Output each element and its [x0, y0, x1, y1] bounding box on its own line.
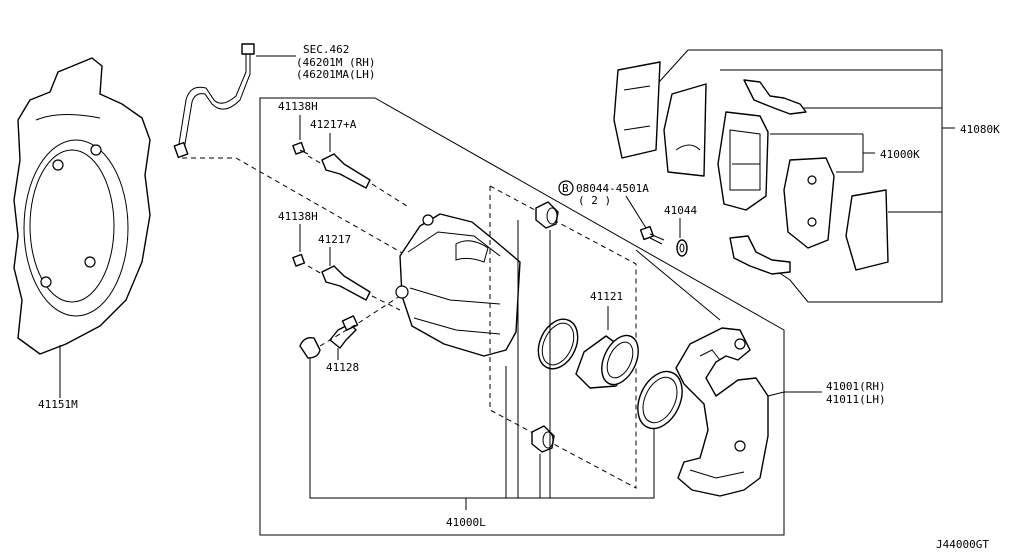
mounting-bolt-qty: ( 2 )	[578, 194, 611, 207]
bolt-41138h-mid-label: 41138H	[278, 210, 318, 223]
bolt-41138h-mid	[292, 253, 306, 267]
piston	[575, 334, 639, 389]
pad-kit-frame	[688, 49, 943, 303]
seal-alignment-box	[489, 185, 637, 489]
support-lh-label: 41011(LH)	[826, 393, 886, 406]
guide-pin-41217a-label: 41217+A	[310, 118, 357, 131]
bleeder-screw	[329, 315, 359, 349]
bolt-prefix-circle	[558, 180, 574, 196]
dust-shield-label: 41151M	[38, 398, 78, 411]
guide-pin-41217a	[321, 153, 371, 189]
guide-pin-41217	[321, 265, 371, 301]
bleeder-alignment-line	[319, 295, 401, 347]
washer-label: 41044	[664, 204, 697, 217]
caliper-support	[675, 327, 769, 497]
pin-boot-lower	[531, 425, 555, 453]
bleeder-cap	[299, 336, 321, 359]
support-slide-line	[635, 249, 721, 321]
pad-kit-leader	[774, 269, 809, 303]
hose-sec-label: SEC.462	[303, 43, 349, 56]
guide-pin-41217-label: 41217	[318, 233, 351, 246]
diagram-code: J44000GT	[936, 538, 989, 551]
bleeder-label: 41128	[326, 361, 359, 374]
dust-shield	[13, 57, 151, 355]
piston-seal	[537, 318, 579, 370]
pad-shim-outer	[613, 61, 661, 159]
bolt-41138h-top	[292, 141, 309, 155]
support-leader	[767, 391, 822, 397]
pad-clip-upper	[743, 79, 807, 115]
mounting-bolt-leader	[625, 195, 647, 229]
support-rh-label: 41001(RH)	[826, 380, 886, 393]
pin-boot-upper	[535, 201, 559, 229]
bolt-prefix-label: B	[562, 182, 569, 195]
pin-alignment-line	[307, 155, 411, 209]
hose-rh-label: (46201M (RH)	[296, 56, 375, 69]
mounting-bolt	[639, 225, 665, 245]
brake-pad-outer	[717, 111, 769, 211]
assembly-collector-lines	[309, 220, 655, 510]
hose-alignment-line	[182, 157, 405, 255]
brake-hose	[173, 43, 255, 159]
caliper-assembly-label: 41000L	[446, 516, 486, 529]
hose-lh-label: (46201MA(LH)	[296, 68, 375, 81]
pad-set-label: 41000K	[880, 148, 920, 161]
pad-clip-lower	[729, 235, 791, 275]
piston-label: 41121	[590, 290, 623, 303]
caliper-body	[395, 213, 521, 357]
piston-boot	[637, 370, 683, 430]
pin-alignment-line	[307, 265, 401, 311]
mounting-bolt-label: 08044-4501A	[576, 182, 649, 195]
caliper-assembly-frame	[259, 97, 785, 536]
pad-kit-label: 41080K	[960, 123, 1000, 136]
bolt-41138h-top-label: 41138H	[278, 100, 318, 113]
pad-shim-right	[845, 189, 889, 271]
brake-pad-inner	[783, 157, 835, 249]
pad-shim-inner	[663, 83, 707, 177]
washer	[676, 239, 688, 257]
